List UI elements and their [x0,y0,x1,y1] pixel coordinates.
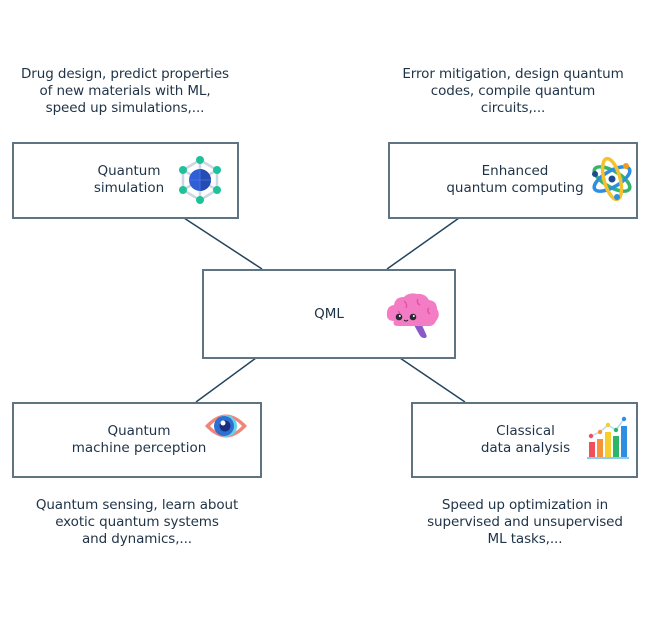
edge-qml-to-classical-data-analysis [399,357,466,403]
node-label: Enhanced quantum computing [446,163,584,196]
atom-icon [592,156,632,202]
node-label: Classical data analysis [480,423,571,456]
description-classical-data-analysis: Speed up optimization in supervised and … [427,497,623,547]
node-qml: QML [202,269,456,359]
description-quantum-simulation: Drug design, predict properties of new m… [21,66,229,116]
node-label: Quantum machine perception [71,423,207,456]
molecule-globe-icon [179,156,221,204]
description-enhanced-quantum-computing: Error mitigation, design quantum codes, … [402,66,624,116]
node-quantum-simulation: Quantum simulation [12,142,239,219]
edge-qml-to-quantum-machine-perception [195,357,257,403]
node-enhanced-quantum-computing: Enhanced quantum computing [388,142,638,219]
eye-icon [205,414,247,438]
node-label: Quantum simulation [93,163,165,196]
description-quantum-machine-perception: Quantum sensing, learn about exotic quan… [35,497,239,547]
edge-quantum-simulation-to-qml [183,217,263,270]
node-label-qml: QML [314,306,344,322]
brain-icon [386,293,439,338]
bar-chart-icon [587,416,629,459]
node-quantum-machine-perception: Quantum machine perception [12,402,262,478]
edge-enhanced-quantum-computing-to-qml [386,217,460,270]
node-classical-data-analysis: Classical data analysis [411,402,638,478]
